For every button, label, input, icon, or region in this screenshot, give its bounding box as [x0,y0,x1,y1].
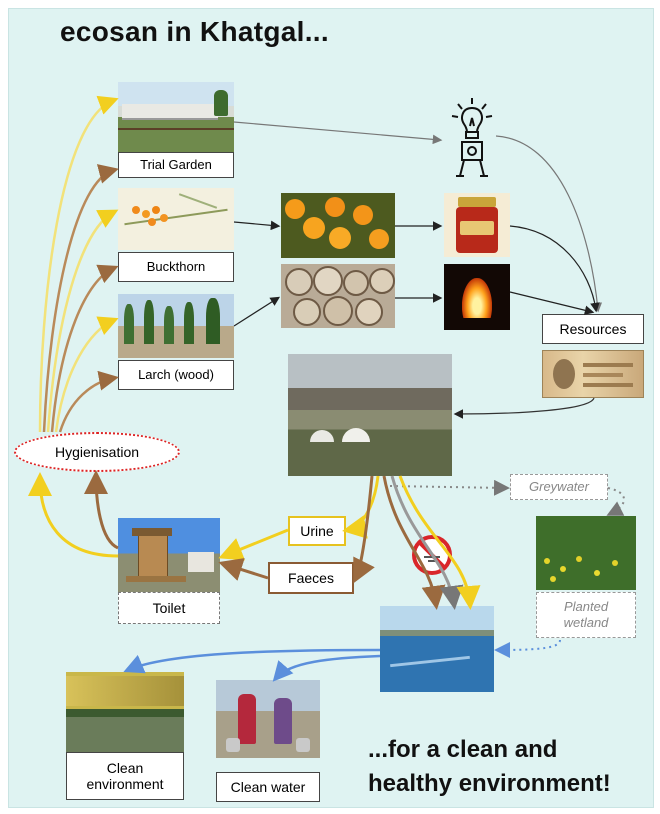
arrow-hyg-to-buckthorn-brown [50,264,119,433]
arrow-toilet-to-hygienisation-yellow [28,472,119,558]
arrow-yurts-to-greywater [389,479,510,496]
clean-water-label: Clean water [216,772,320,802]
arrow-resources-to-yurts [453,397,595,419]
arrow-hyg-to-garden-brown [42,164,119,433]
arrow-buckthorn-to-berries [233,220,281,231]
arrow-hyg-to-buckthorn-yellow [46,209,119,433]
arrow-yurts-to-urine [342,475,380,539]
planted-wetland-line-1: Planted [563,599,609,614]
arrow-larch-to-wood [233,296,281,327]
blocked-flow-brown [382,475,446,610]
tagline: ...for a clean and healthy environment! [368,733,611,801]
lightbulb-icon [448,96,496,186]
planted-wetland-label: Planted wetland [536,592,636,638]
clean-water-photo [216,680,320,758]
clean-environment-photo [66,672,184,752]
arrow-yurts-to-faeces [353,475,375,584]
arrow-jam-to-resources [509,225,600,313]
toilet-photo [118,518,220,592]
yurt-landscape-photo [288,354,452,476]
trial-garden-photo [118,82,234,152]
larch-label: Larch (wood) [118,360,234,390]
trial-garden-label: Trial Garden [118,152,234,178]
buckthorn-bush-photo [118,188,234,250]
banknote-photo [542,350,644,398]
arrow-hyg-to-larch-yellow [54,316,119,433]
larch-photo [118,294,234,358]
arrow-greywater-to-wetland [606,487,625,516]
arrow-faeces-to-toilet [218,558,269,581]
tagline-line-2: healthy environment! [368,770,611,797]
buckthorn-label: Buckthorn [118,252,234,282]
arrow-hyg-to-larch-brown [58,370,119,433]
arrow-energy-to-resources [495,135,603,313]
arrow-lake-to-environment [123,648,381,674]
tagline-line-1: ...for a clean and [368,736,558,763]
arrow-urine-to-toilet [218,528,289,561]
clean-environment-label: Clean environment [66,752,184,800]
planted-wetland-line-2: wetland [563,615,609,630]
arrow-garden-to-energy [233,121,443,145]
firewood-photo [281,264,395,328]
clean-environment-line-2: environment [86,776,164,792]
arrow-hyg-to-garden-yellow [38,95,119,433]
urine-label: Urine [288,516,346,546]
buckthorn-berries-photo [281,193,395,258]
page-title: ecosan in Khatgal... [60,16,329,47]
arrow-toilet-to-hygienisation-brown [84,470,119,550]
faeces-label: Faeces [268,562,354,594]
clean-environment-line-1: Clean [106,760,144,776]
jam-jar-photo [444,193,510,257]
resources-label: Resources [542,314,644,344]
toilet-label: Toilet [118,592,220,624]
arrow-fire-to-resources [509,291,595,315]
arrow-wetland-to-lake [494,639,561,658]
lake-photo [380,606,494,692]
wetland-photo [536,516,636,590]
blocked-flow-grey [390,475,464,610]
greywater-label: Greywater [510,474,608,500]
fire-photo [444,264,510,330]
arrow-lake-to-water [272,654,381,682]
blocked-flow-yellow [398,475,481,610]
